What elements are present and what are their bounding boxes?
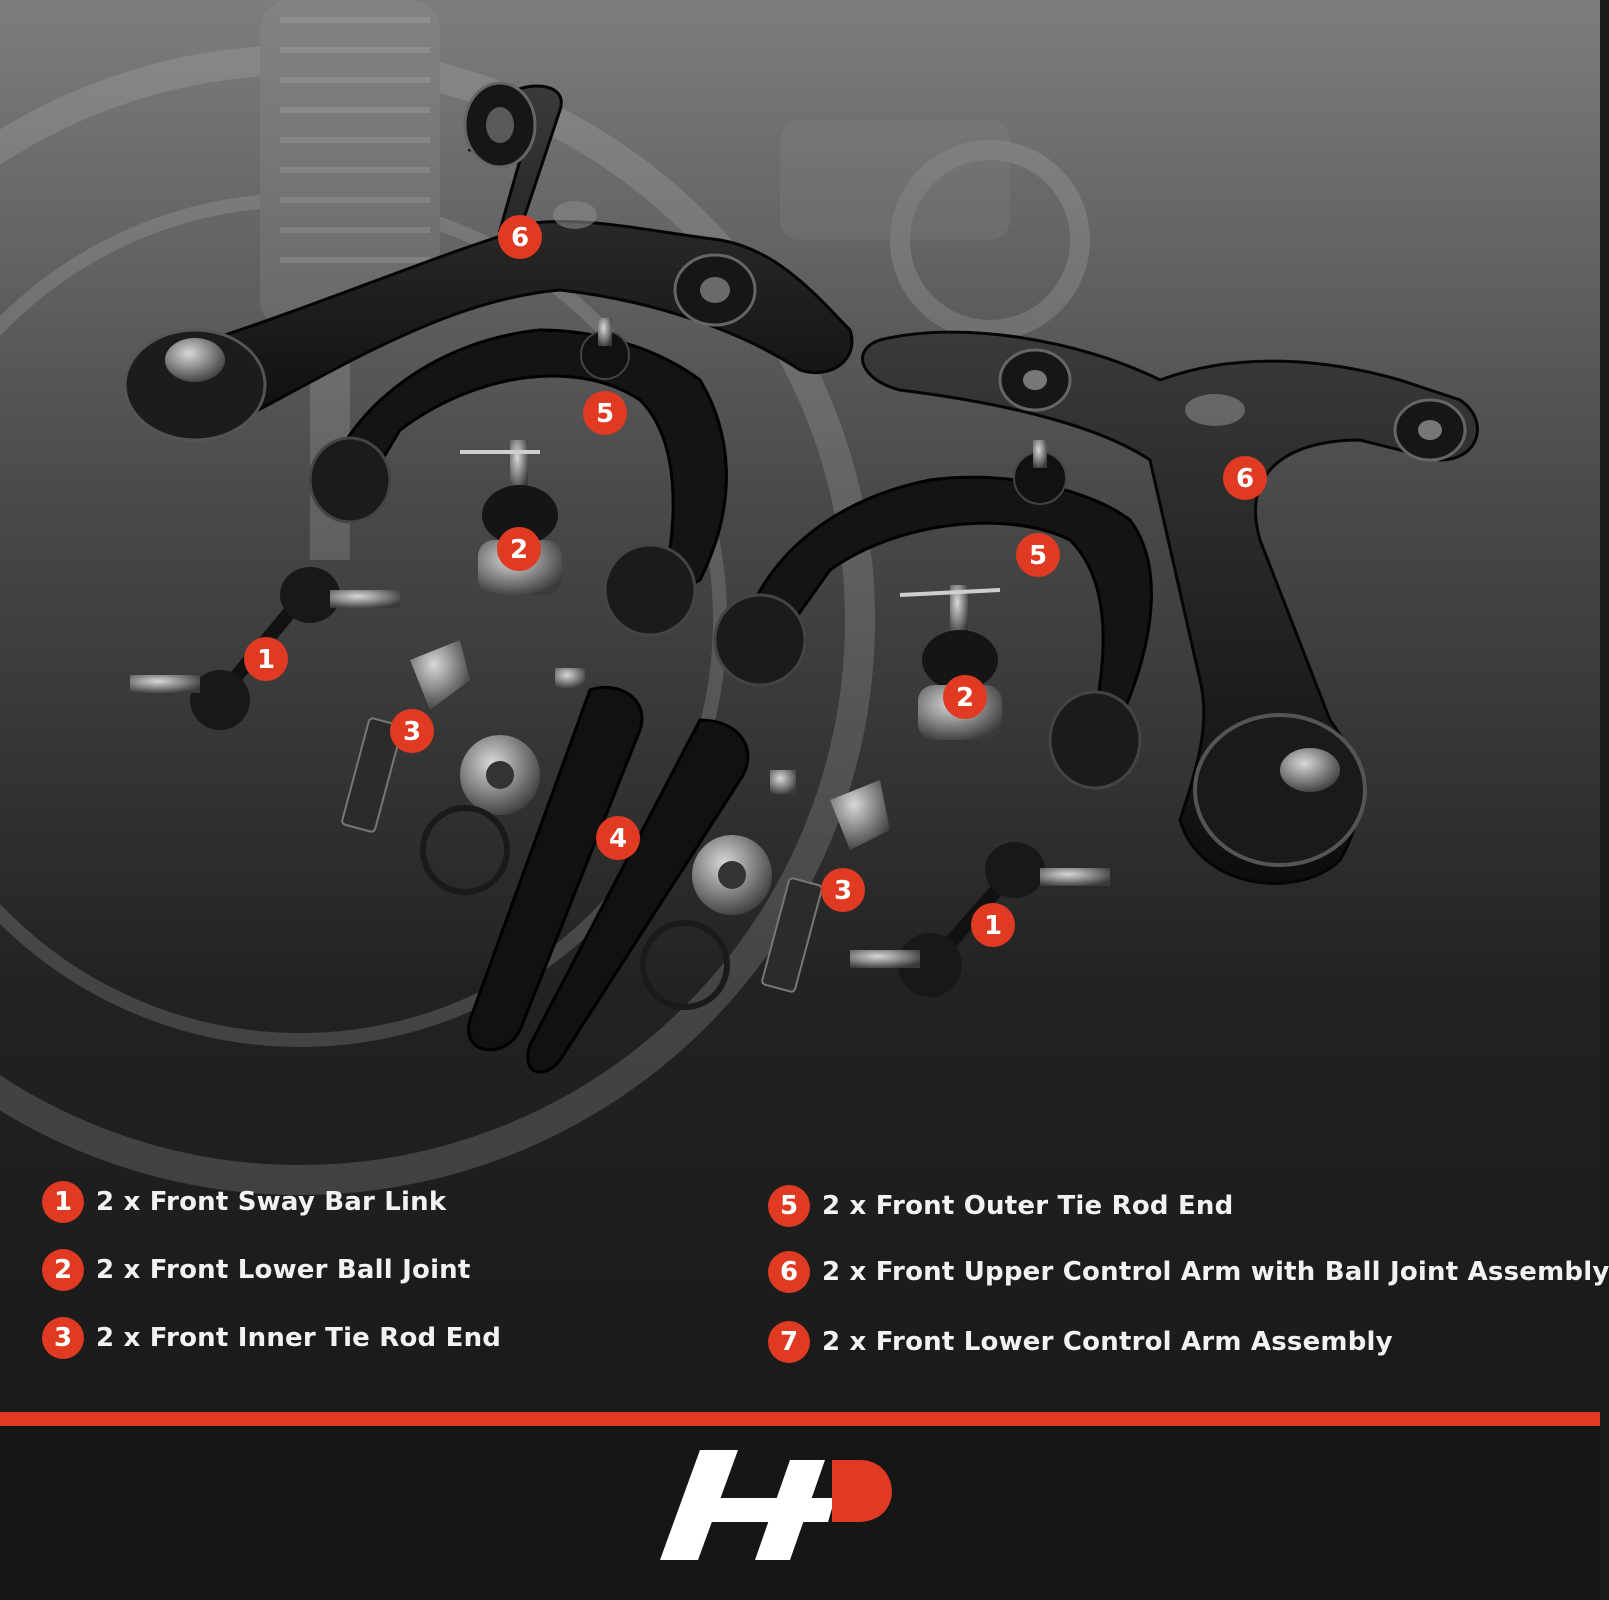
badge-5-b: 5: [1016, 533, 1060, 577]
suspension-kit-photo: 6 6 5 5 2 2 1 1: [0, 0, 1600, 1410]
legend-item-3: 3 2 x Front Inner Tie Rod End: [42, 1316, 501, 1360]
badge-4: 4: [596, 816, 640, 860]
svg-text:2: 2: [510, 535, 528, 565]
background-wheel: [0, 0, 1090, 1195]
legend-badge: 5: [768, 1185, 810, 1227]
legend-label: 2 x Front Lower Ball Joint: [96, 1255, 471, 1285]
svg-text:6: 6: [1236, 464, 1254, 494]
upper-control-arm-left: [308, 318, 728, 637]
legend-badge: 1: [42, 1181, 84, 1223]
badge-1-b: 1: [971, 903, 1015, 947]
badge-6-a: 6: [498, 215, 542, 259]
badge-2-b: 2: [943, 675, 987, 719]
legend-badge: 3: [42, 1317, 84, 1359]
svg-text:5: 5: [596, 399, 614, 429]
legend-item-7: 7 2 x Front Lower Control Arm Assembly: [768, 1320, 1393, 1364]
lower-control-arm-left: [123, 81, 854, 442]
accent-bar: [0, 1412, 1600, 1426]
inner-tie-rod-left: [341, 640, 470, 833]
outer-tie-rod-ends: [467, 668, 796, 1074]
badge-3-b: 3: [821, 868, 865, 912]
svg-text:3: 3: [403, 717, 421, 747]
legend-label: 2 x Front Upper Control Arm with Ball Jo…: [822, 1257, 1609, 1287]
washers: [420, 735, 772, 1010]
upper-control-arm-right: [713, 440, 1153, 790]
badge-1-a: 1: [244, 637, 288, 681]
badge-5-a: 5: [583, 391, 627, 435]
svg-text:2: 2: [956, 683, 974, 713]
legend-item-5: 5 2 x Front Outer Tie Rod End: [768, 1184, 1233, 1228]
svg-text:5: 5: [1029, 541, 1047, 571]
legend-item-6: 6 2 x Front Upper Control Arm with Ball …: [768, 1250, 1609, 1294]
badge-6-b: 6: [1223, 456, 1267, 500]
badge-2-a: 2: [497, 527, 541, 571]
legend-badge: 6: [768, 1251, 810, 1293]
parts-legend: 1 2 x Front Sway Bar Link 2 2 x Front Lo…: [0, 1180, 1609, 1410]
svg-text:4: 4: [609, 824, 627, 854]
legend-label: 2 x Front Lower Control Arm Assembly: [822, 1327, 1393, 1357]
svg-text:3: 3: [834, 876, 852, 906]
legend-badge: 7: [768, 1321, 810, 1363]
inner-tie-rod-right: [761, 780, 890, 993]
svg-text:1: 1: [257, 645, 275, 675]
legend-label: 2 x Front Inner Tie Rod End: [96, 1323, 502, 1353]
legend-item-1: 1 2 x Front Sway Bar Link: [42, 1180, 446, 1224]
legend-item-2: 2 2 x Front Lower Ball Joint: [42, 1248, 471, 1292]
lower-control-arm-right: [861, 330, 1479, 885]
badge-3-a: 3: [390, 709, 434, 753]
a-premium-logo-icon: [660, 1450, 892, 1560]
svg-text:6: 6: [511, 223, 529, 253]
legend-label: 2 x Front Sway Bar Link: [96, 1187, 447, 1217]
svg-text:1: 1: [984, 911, 1002, 941]
legend-badge: 2: [42, 1249, 84, 1291]
legend-label: 2 x Front Outer Tie Rod End: [822, 1191, 1234, 1221]
